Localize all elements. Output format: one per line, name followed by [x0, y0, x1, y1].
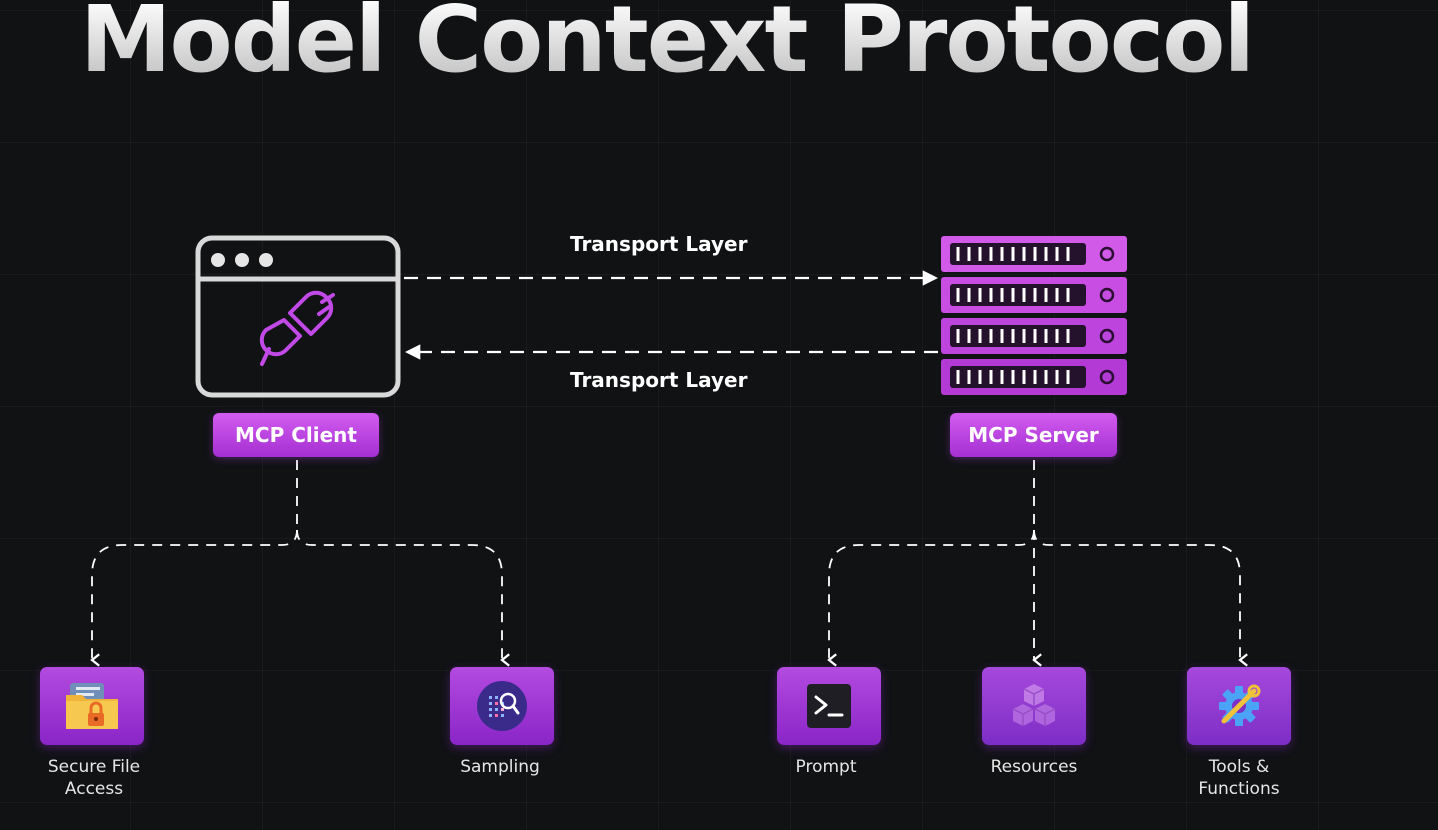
- tools-functions-box: [1187, 667, 1291, 745]
- resources-box: [982, 667, 1086, 745]
- tools-functions-label: Tools & Functions: [1198, 757, 1280, 799]
- plug-icon: [259, 290, 335, 366]
- locked-folder-icon: [66, 683, 118, 729]
- secure-file-access-box: [40, 667, 144, 745]
- gear-wrench-icon: [1219, 684, 1261, 726]
- mcp-client-label: MCP Client: [213, 413, 379, 457]
- prompt-label: Prompt: [795, 757, 857, 777]
- client-window-icon: [195, 235, 401, 398]
- resources-label: Resources: [990, 757, 1078, 777]
- cubes-icon: [1012, 684, 1056, 726]
- mcp-server-label: MCP Server: [950, 413, 1117, 457]
- transport-layer-label-bottom: Transport Layer: [570, 368, 748, 392]
- data-search-icon: [477, 681, 527, 731]
- sampling-label: Sampling: [460, 757, 540, 777]
- prompt-box: [777, 667, 881, 745]
- transport-layer-label-top: Transport Layer: [570, 232, 748, 256]
- secure-file-access-label: Secure File Access: [47, 757, 141, 799]
- terminal-icon: [807, 684, 851, 728]
- sampling-box: [450, 667, 554, 745]
- page-title: Model Context Protocol: [80, 0, 1255, 93]
- server-rack-icon: [941, 236, 1127, 395]
